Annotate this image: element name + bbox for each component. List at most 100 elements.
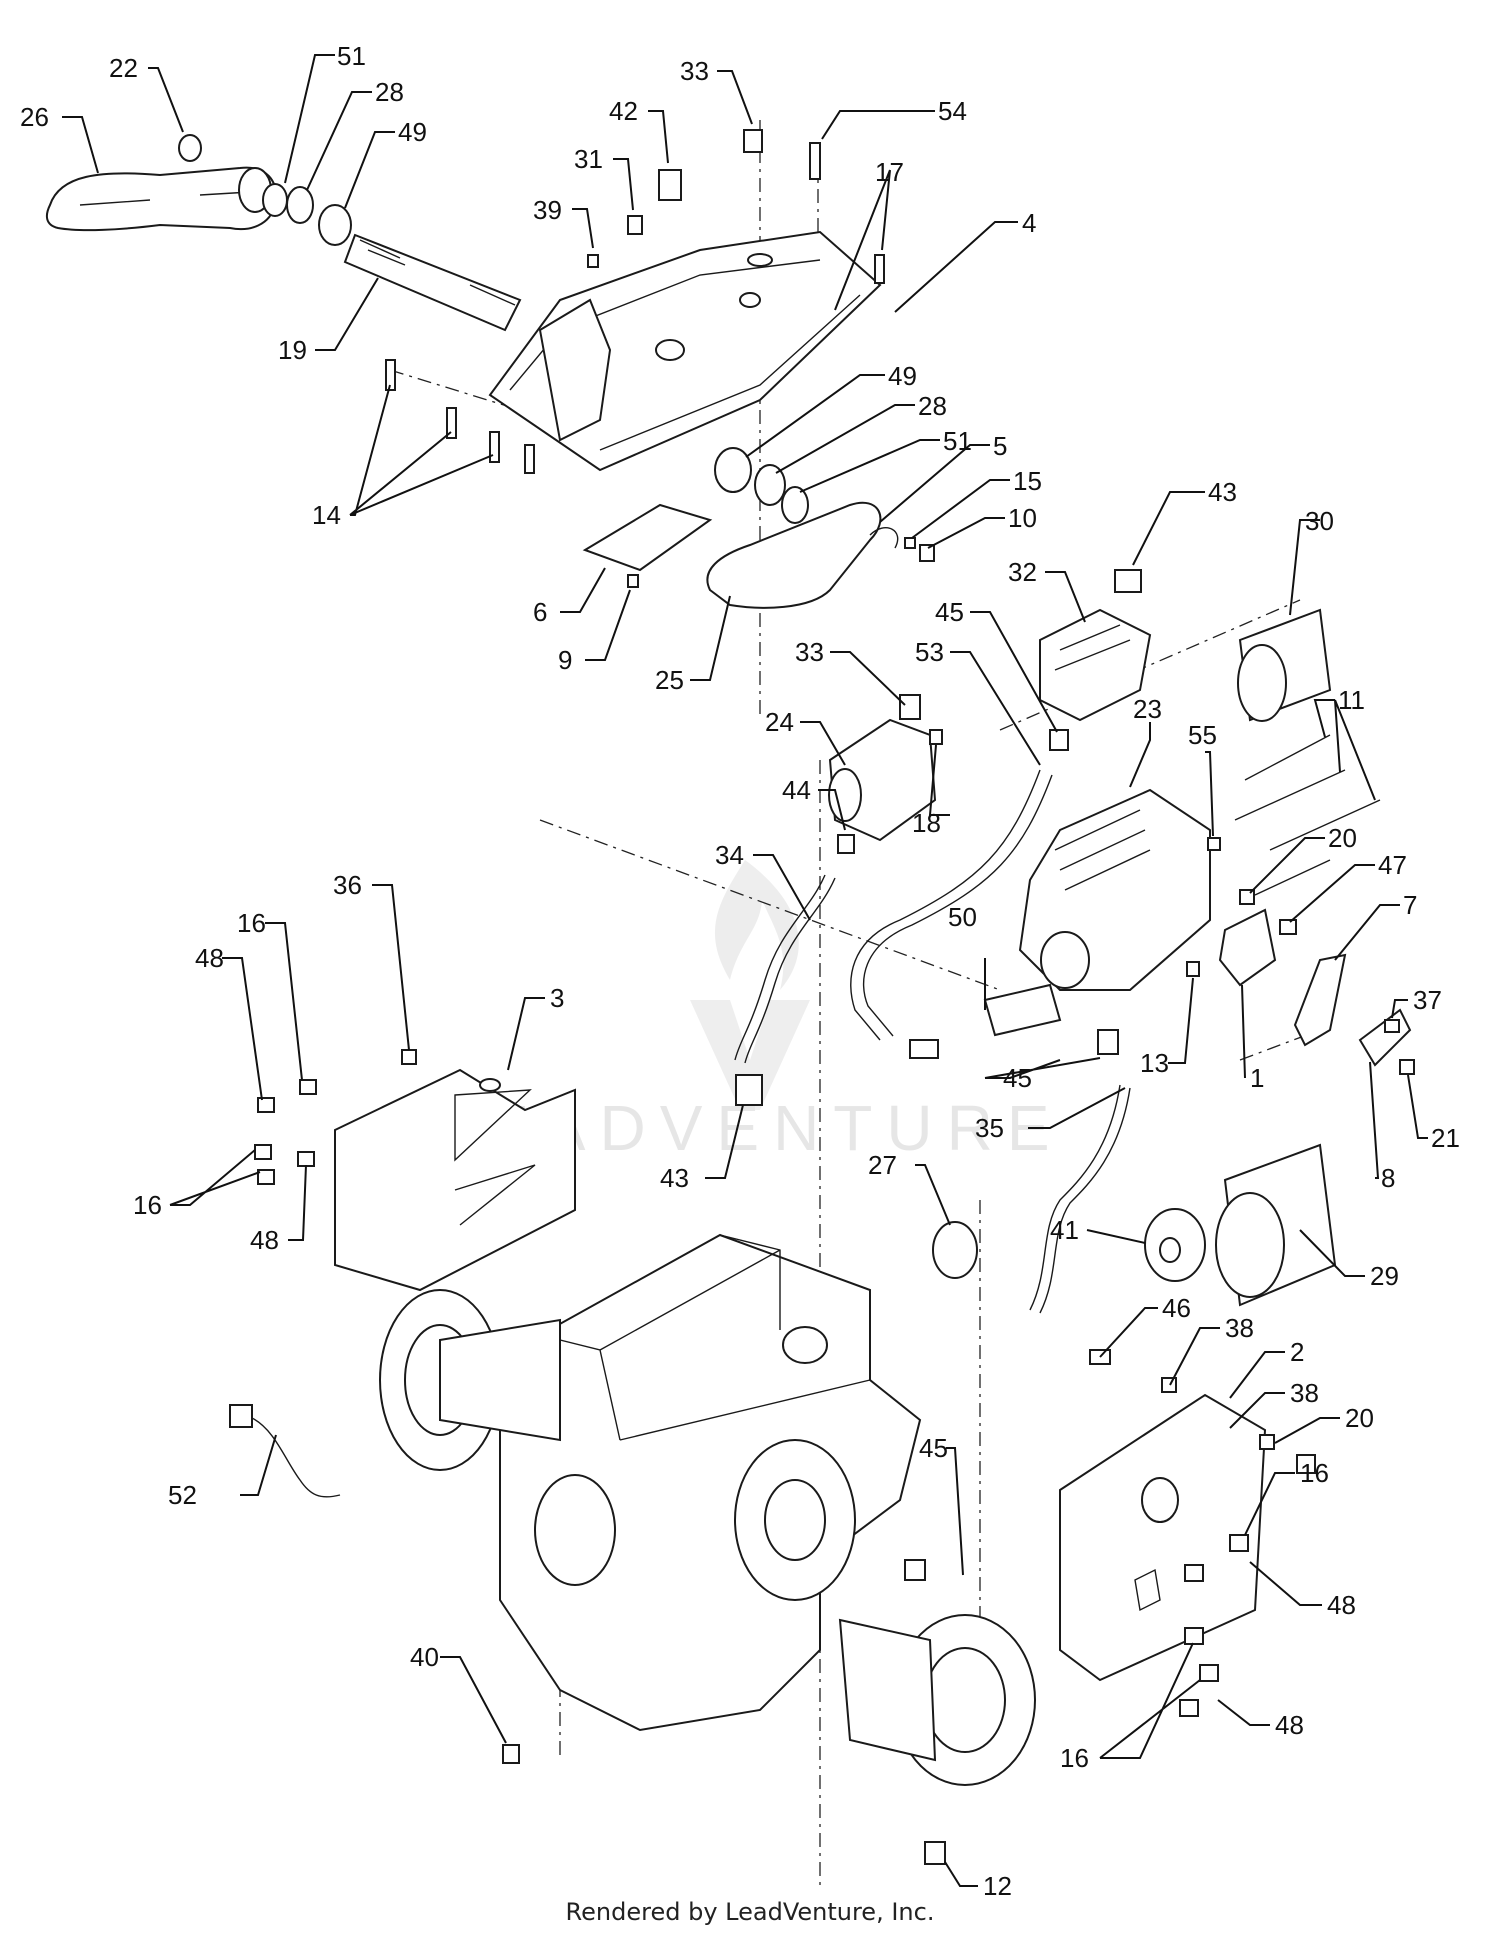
watermark-v-logo — [690, 1000, 810, 1110]
part-4-cover — [488, 230, 882, 472]
callout-18: 18 — [912, 808, 941, 838]
callout-40: 40 — [410, 1642, 439, 1672]
part-51-washer-right — [781, 486, 809, 524]
part-43-elbow — [1114, 569, 1142, 593]
callout-3: 3 — [550, 983, 564, 1013]
part-28-seal-right — [754, 464, 786, 506]
part-1-bracket — [1218, 908, 1277, 987]
part-3-left-bracket — [334, 1068, 576, 1292]
callout-13: 13 — [1140, 1048, 1169, 1078]
callout-28: 28 — [375, 77, 404, 107]
part-15-washer — [904, 537, 916, 549]
callout-25: 25 — [655, 665, 684, 695]
callout-16-right: 16 — [1300, 1458, 1329, 1488]
callout-leaders — [62, 54, 1428, 1887]
callout-41: 41 — [1050, 1215, 1079, 1245]
part-43-elbow-lower — [735, 1074, 763, 1106]
callout-43-top: 43 — [1208, 477, 1237, 507]
callout-26: 26 — [20, 102, 49, 132]
callout-52: 52 — [168, 1480, 197, 1510]
part-6-plate — [582, 503, 713, 572]
part-20-nut — [1239, 889, 1255, 905]
part-25-arm — [706, 501, 882, 609]
part-10-bolt — [919, 544, 935, 562]
part-41-adapter — [1144, 1208, 1206, 1282]
callout-10: 10 — [1008, 503, 1037, 533]
part-39-plug — [587, 254, 599, 268]
callout-48-bottom: 48 — [1275, 1710, 1304, 1740]
callout-39: 39 — [533, 195, 562, 225]
callout-4: 4 — [1022, 208, 1036, 238]
part-12-fitting — [924, 1841, 946, 1865]
part-23-hydro-pump — [1018, 788, 1211, 991]
part-54-bolt — [809, 142, 821, 180]
part-42-elbow — [658, 169, 682, 201]
callout-6: 6 — [533, 597, 547, 627]
part-transaxle-housing — [379, 1233, 1036, 1786]
callout-45-mid: 45 — [1003, 1063, 1032, 1093]
part-18-bolt — [929, 729, 943, 745]
callout-34: 34 — [715, 840, 744, 870]
part-44-fitting — [837, 834, 855, 854]
part-45-fitting-mid — [909, 1039, 939, 1059]
part-28-seal — [286, 186, 314, 224]
callout-27: 27 — [868, 1150, 897, 1180]
part-49-bushing-right — [714, 447, 752, 493]
part-22-ring — [178, 134, 202, 162]
callout-5: 5 — [993, 431, 1007, 461]
part-33-elbow — [743, 129, 763, 153]
part-7-lever — [1293, 953, 1347, 1047]
part-21-nut — [1399, 1059, 1415, 1075]
part-34-tube-inner — [744, 877, 836, 1064]
callout-16-left-top: 16 — [237, 908, 266, 938]
callout-36: 36 — [333, 870, 362, 900]
part-53-tube-inner — [862, 774, 1053, 1037]
callout-55: 55 — [1188, 720, 1217, 750]
part-52-sensor — [229, 1404, 341, 1498]
callout-47: 47 — [1378, 850, 1407, 880]
callout-38-right: 38 — [1290, 1378, 1319, 1408]
part-50-sleeve — [983, 983, 1062, 1037]
part-11-bolts — [1234, 734, 1381, 851]
callout-8: 8 — [1381, 1163, 1395, 1193]
callout-42: 42 — [609, 96, 638, 126]
part-36-washer — [401, 1049, 417, 1065]
callout-38-top: 38 — [1225, 1313, 1254, 1343]
part-49-bushing — [318, 204, 352, 246]
part-14-bolts — [385, 359, 535, 474]
part-35-tube-inner — [1039, 1087, 1131, 1314]
part-53-tube — [850, 769, 1041, 1041]
part-51-washer — [262, 183, 288, 217]
part-19-shaft — [343, 233, 522, 332]
part-30-filter — [1237, 608, 1332, 722]
part-9-fitting — [627, 574, 639, 588]
callout-31: 31 — [574, 144, 603, 174]
part-31-fitting — [627, 215, 643, 235]
callout-labels: 26 22 51 28 49 19 39 31 42 33 54 17 4 14… — [20, 41, 1460, 1901]
part-27-oring — [932, 1221, 978, 1279]
callout-9: 9 — [558, 645, 572, 675]
callout-37: 37 — [1413, 985, 1442, 1015]
callout-14: 14 — [312, 500, 341, 530]
part-17-bolt — [874, 254, 885, 284]
part-bolts-right — [1089, 1349, 1316, 1717]
callout-22: 22 — [109, 53, 138, 83]
part-34-tube — [734, 874, 826, 1061]
callout-46: 46 — [1162, 1293, 1191, 1323]
callout-44: 44 — [782, 775, 811, 805]
callout-1: 1 — [1250, 1063, 1264, 1093]
part-55-fitting — [1207, 837, 1221, 851]
part-5-spring — [869, 527, 899, 549]
callout-29: 29 — [1370, 1261, 1399, 1291]
callout-16-bottom: 16 — [1060, 1743, 1089, 1773]
callout-2: 2 — [1290, 1337, 1304, 1367]
callout-21: 21 — [1431, 1123, 1460, 1153]
callout-51: 51 — [337, 41, 366, 71]
part-24-motor — [828, 718, 937, 842]
part-40-plug — [502, 1744, 520, 1764]
callout-45-lower: 45 — [919, 1433, 948, 1463]
part-45-fitting-top — [1049, 729, 1069, 751]
callout-30: 30 — [1305, 506, 1334, 536]
callout-19: 19 — [278, 335, 307, 365]
part-29-filter — [1215, 1143, 1337, 1307]
